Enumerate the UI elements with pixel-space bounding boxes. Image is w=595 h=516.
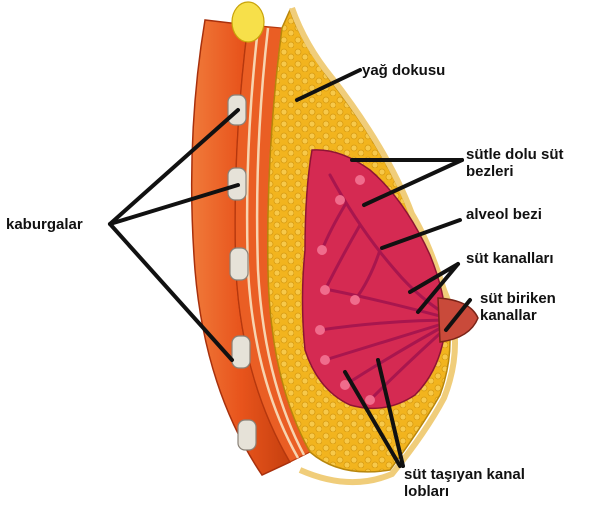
label-milk-glands: sütle dolu süt bezleri xyxy=(466,146,564,180)
label-ribs: kaburgalar xyxy=(6,216,83,233)
label-fat-tissue: yağ dokusu xyxy=(362,62,445,79)
label-lobes: süt taşıyan kanal lobları xyxy=(404,466,525,500)
nipple xyxy=(438,298,478,342)
label-alveolus: alveol bezi xyxy=(466,206,542,223)
label-milk-ducts: süt kanalları xyxy=(466,250,554,267)
label-collecting-ducts: süt biriken kanallar xyxy=(480,290,556,324)
upper-fat-pad xyxy=(232,2,264,42)
mammary-gland-region xyxy=(303,150,446,409)
